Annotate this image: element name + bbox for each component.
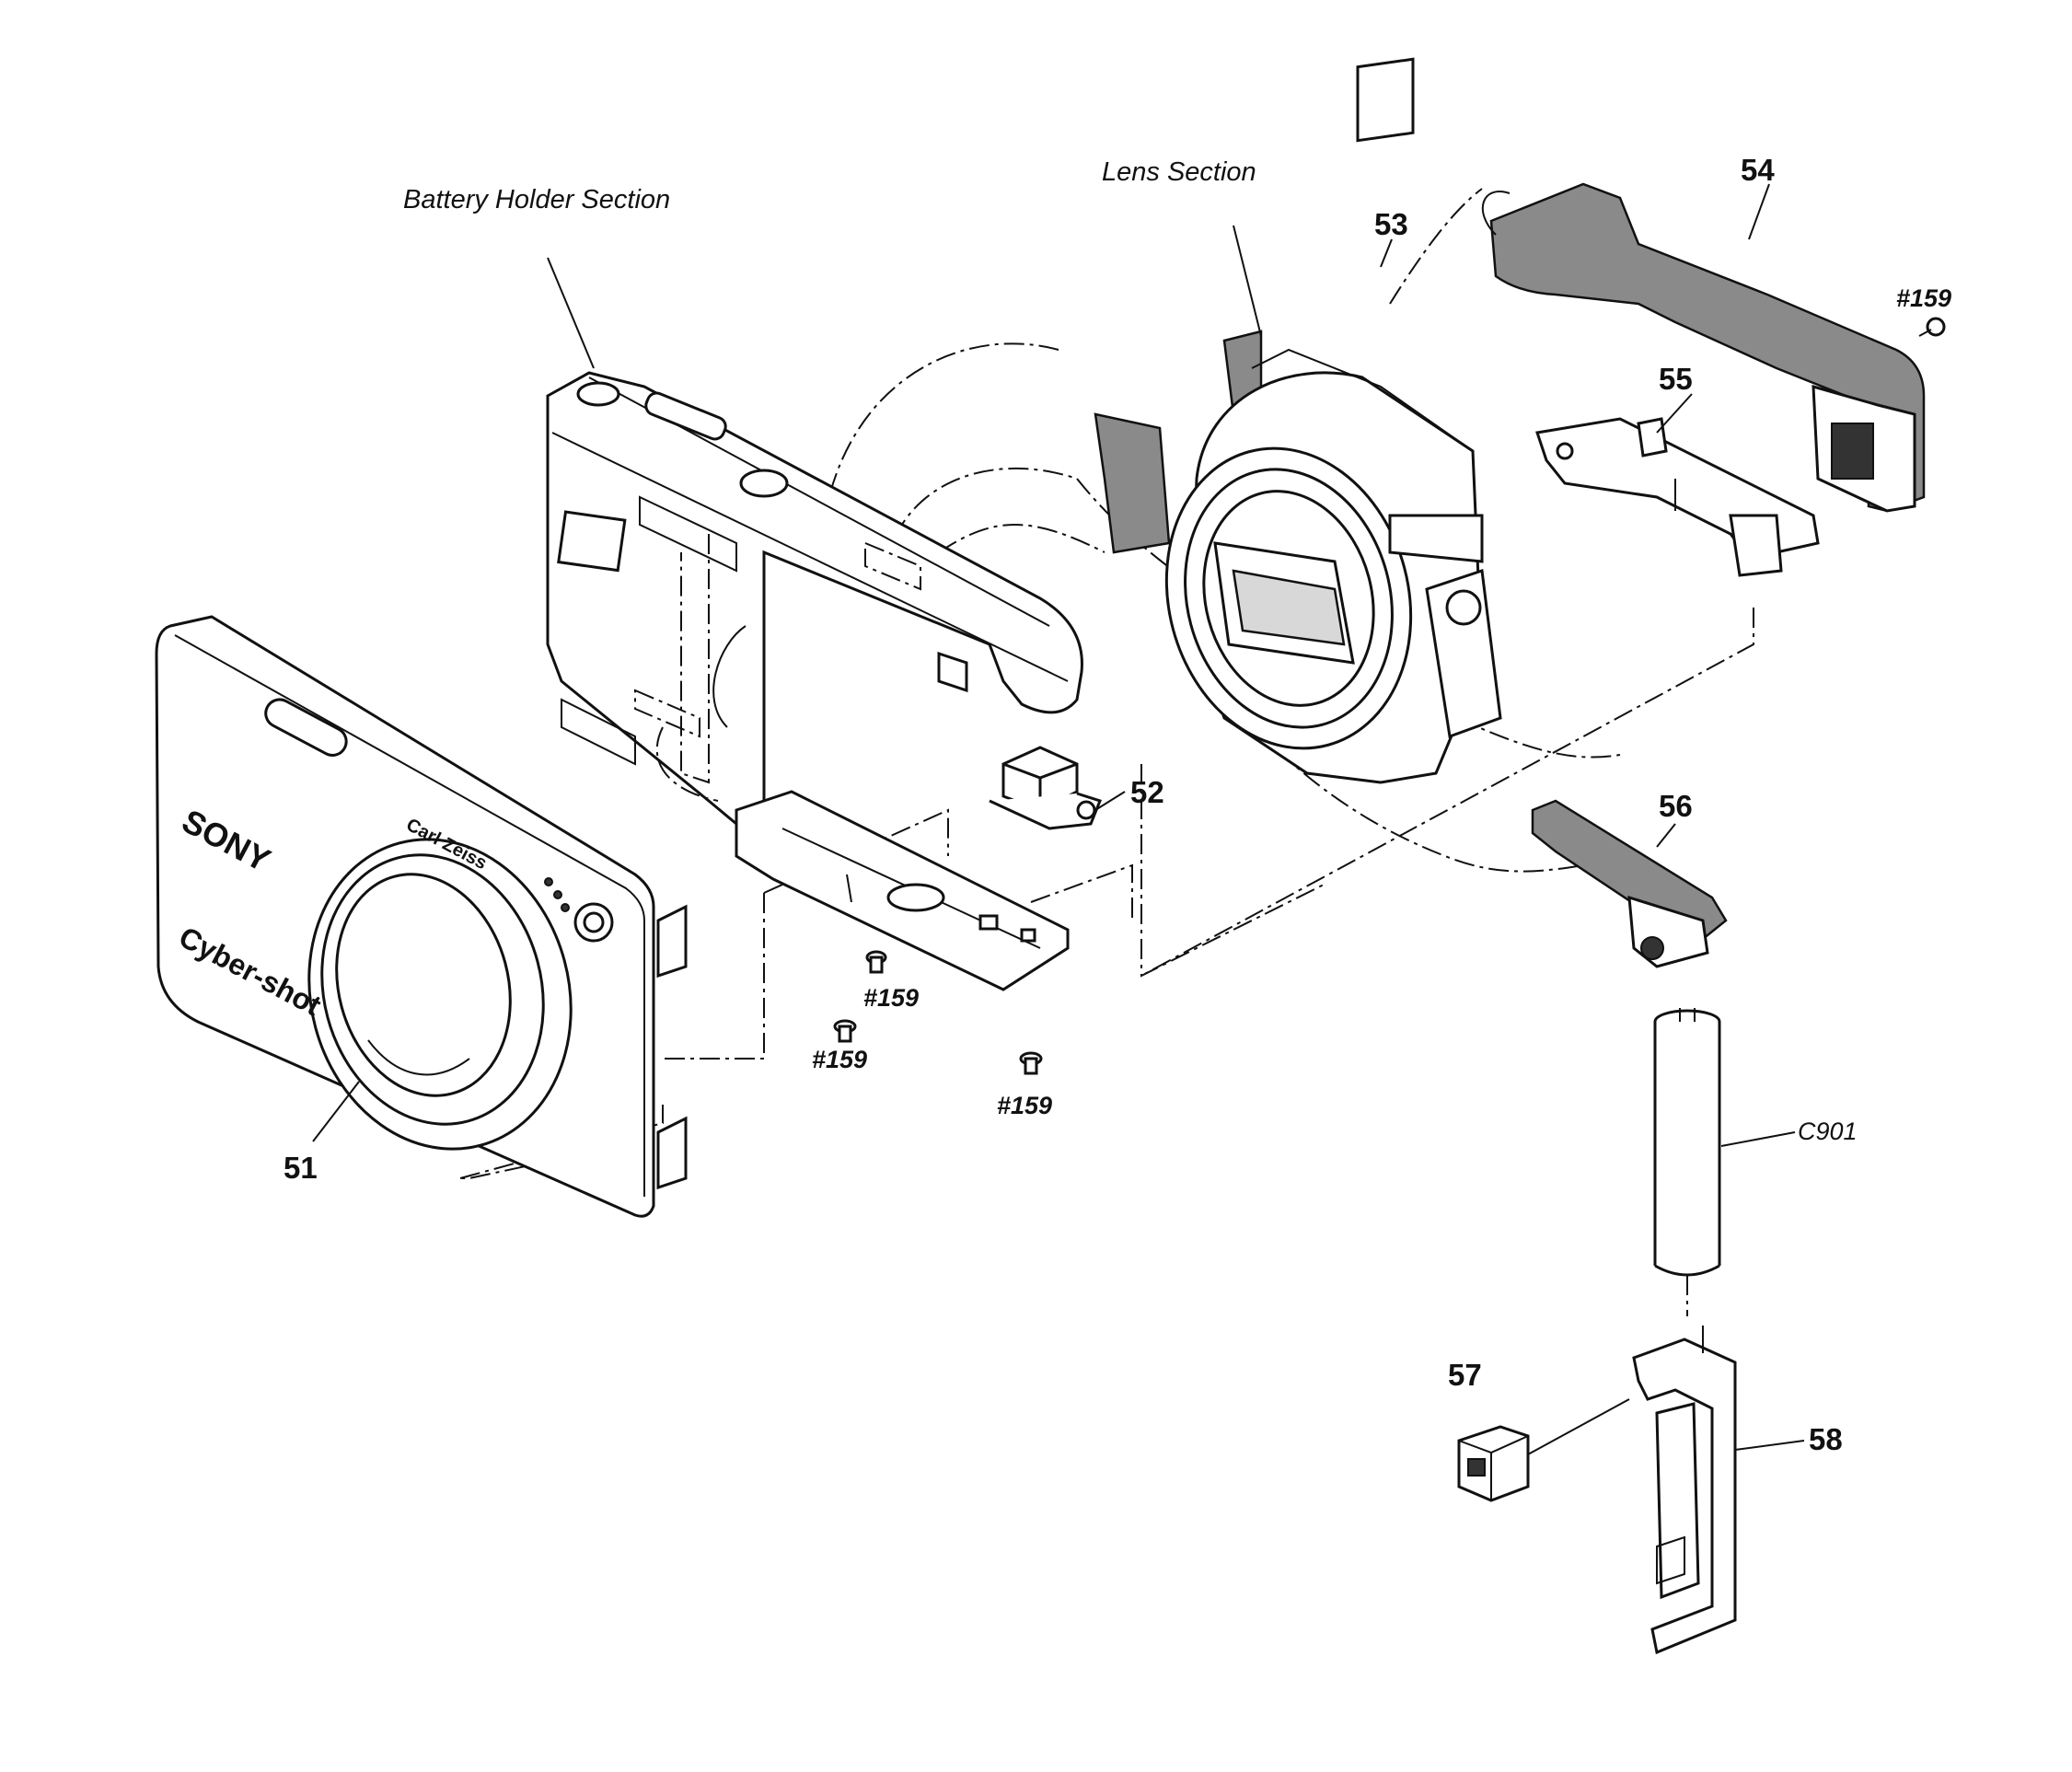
c901-capacitor: [1653, 1008, 1721, 1277]
lens-section: [1094, 330, 1502, 784]
screw-159-top: [1918, 317, 1946, 337]
screw-label-bottom-1: #159: [863, 984, 919, 1012]
part-label-51: 51: [284, 1151, 318, 1185]
battery-holder-section-label: Battery Holder Section: [403, 185, 670, 214]
part-54-connector: [1831, 423, 1874, 480]
part-label-52: 52: [1130, 775, 1164, 809]
lens-section-label: Lens Section: [1102, 157, 1256, 187]
part-57-block: [1457, 1425, 1530, 1502]
part-label-57: 57: [1448, 1358, 1482, 1392]
part-58-holder: [1632, 1326, 1737, 1655]
part-label-53: 53: [1374, 207, 1408, 241]
part-label-58: 58: [1809, 1422, 1843, 1456]
front-cover: SONY Cyber-shot Carl Zeiss: [155, 615, 688, 1218]
part-52-module: [989, 746, 1102, 830]
part-label-c901: C901: [1798, 1118, 1858, 1145]
part-label-55: 55: [1659, 362, 1693, 396]
screw-159-bottom-1: [865, 950, 887, 974]
part-56-holder: [1531, 799, 1728, 968]
screw-label-bottom-2: #159: [812, 1046, 867, 1073]
part-label-56: 56: [1659, 789, 1693, 823]
screw-label-top: #159: [1896, 284, 1951, 312]
part-55-bracket: [1535, 417, 1820, 577]
part-label-54: 54: [1741, 153, 1775, 187]
battery-holder-frame: [546, 371, 1083, 830]
screw-159-bottom-3: [1019, 1051, 1043, 1075]
leader-lines: [312, 183, 1805, 1455]
part-53-sheet: [1356, 57, 1415, 143]
screw-159-bottom-2: [833, 1019, 857, 1043]
screw-label-bottom-3: #159: [997, 1092, 1052, 1119]
part-54-cable-tail: [1481, 191, 1511, 236]
bottom-plate: [735, 790, 1070, 991]
